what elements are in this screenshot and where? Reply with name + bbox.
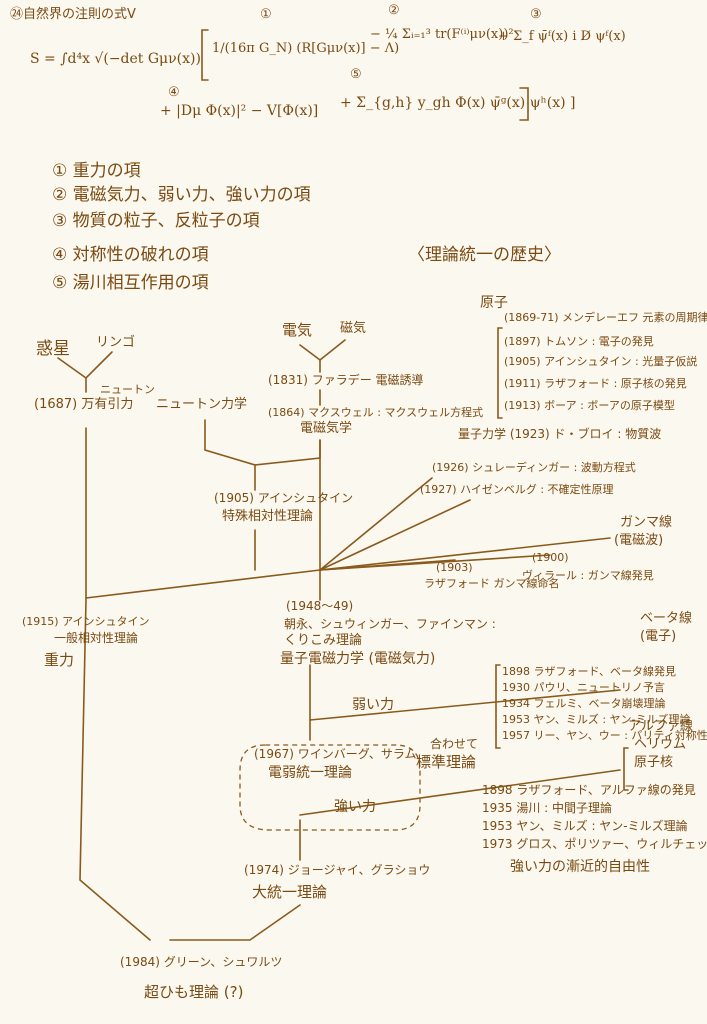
qed-names: 朝永、シュウィンガー、ファインマン : xyxy=(284,617,496,631)
strong-force-label: 強い力 xyxy=(334,799,376,815)
qed-renormalization: くりこみ理論 xyxy=(284,633,363,648)
page-title: ㉔自然界の注則の式V xyxy=(10,7,136,22)
legend-item-matter: ③ 物質の粒子、反粒子の項 xyxy=(52,211,260,231)
strong-event-3: 1953 ヤン、ミルズ : ヤン-ミルズ理論 xyxy=(482,819,688,833)
strong-event-4: 1973 グロス、ポリツァー、ウィルチェック xyxy=(482,837,707,851)
line-gut-string xyxy=(169,904,301,941)
beta-ray-sub: (電子) xyxy=(640,629,677,644)
gut-year: (1974) ジョージャイ、グラショウ xyxy=(244,863,431,877)
weak-event-5: 1957 リー、ヤン、ウー : パリティ対称性の破れ xyxy=(502,729,707,742)
line-strong-branch xyxy=(299,769,621,816)
weak-event-1: 1898 ラザフォード、ベータ線発見 xyxy=(502,665,677,678)
string-theory-label: 超ひも理論 (?) xyxy=(144,983,244,1001)
line-electric-magnetic xyxy=(299,339,346,362)
line-quantum-1 xyxy=(319,477,433,571)
beta-ray-label: ベータ線 xyxy=(640,611,693,626)
electric-label: 電気 xyxy=(282,321,313,339)
equation-term-5: + Σ_{g,h} y_gh Φ(x) ψ̄ᵍ(x) ψʰ(x) ] xyxy=(340,95,576,111)
atom-event-2: (1897) トムソン : 電子の発見 xyxy=(504,335,654,348)
special-relativity-year: (1905) アインシュタイン xyxy=(214,491,354,505)
equation-lhs: S = ∫d⁴x √(−det Gμν(x)) xyxy=(30,51,201,67)
electroweak-year: (1967) ワインバーグ、サラム xyxy=(254,747,417,761)
strong-event-1: 1898 ラザフォード、アルファ線の発見 xyxy=(482,783,696,797)
line-quantum-2 xyxy=(319,499,471,571)
strong-event-2: 1935 湯川 : 中間子理論 xyxy=(482,801,613,815)
equation-bracket-right xyxy=(519,87,529,121)
alpha-ray-sub-1: ヘリウム xyxy=(634,737,687,752)
maxwell-label: (1864) マクスウェル : マクスウェル方程式 xyxy=(268,406,484,419)
equation-bracket-left xyxy=(201,29,209,81)
electroweak-label: 電弱統一理論 xyxy=(268,765,352,781)
atom-event-5: (1913) ボーア : ボーアの原子模型 xyxy=(504,399,675,412)
faraday-label: (1831) ファラデー 電磁誘導 xyxy=(268,373,424,387)
planet-label: 惑星 xyxy=(36,339,70,359)
line-gamma-villard xyxy=(319,554,551,571)
electromagnetism-label: 電磁気学 xyxy=(300,421,353,436)
equation-term-3: + Σ_f ψ̄ᶠ(x) i D̸ ψᶠ(x) xyxy=(498,29,626,44)
qed-year: (1948〜49) xyxy=(286,599,354,613)
marker-1: ① xyxy=(260,7,272,22)
atom-event-4: (1911) ラザフォード : 原子核の発見 xyxy=(504,377,687,390)
line-em-special xyxy=(254,439,321,491)
line-newton-mech xyxy=(204,419,256,466)
gut-label: 大統一理論 xyxy=(252,883,328,901)
gravity-label: 重力 xyxy=(44,651,75,669)
gravitation-label: (1687) 万有引力 xyxy=(34,397,134,412)
quantum-mechanics-label: 量子力学 (1923) ド・ブロイ : 物質波 xyxy=(458,427,662,441)
magnetic-label: 磁気 xyxy=(340,321,367,336)
rutherford-gamma-year: (1903) xyxy=(436,561,473,574)
apple-label: リンゴ xyxy=(96,335,136,350)
equation-term-4: + |Dμ Φ(x)|² − V[Φ(x)] xyxy=(160,103,319,119)
marker-5: ⑤ xyxy=(350,67,362,82)
gamma-ray-sub: (電磁波) xyxy=(614,533,664,548)
atom-event-1: (1869-71) メンデレーエフ 元素の周期律表 xyxy=(504,311,707,324)
beta-bracket xyxy=(495,664,501,749)
newton-name: ニュートン xyxy=(100,383,155,396)
line-weak-branch xyxy=(309,689,621,721)
legend-item-gauge: ② 電磁気力、弱い力、強い力の項 xyxy=(52,185,311,205)
standard-model-outline xyxy=(239,744,421,831)
schrodinger-label: (1926) シュレーディンガー : 波動方程式 xyxy=(432,461,636,474)
newton-mechanics-label: ニュートン力学 xyxy=(156,397,248,412)
heisenberg-label: (1927) ハイゼンベルグ : 不確定性原理 xyxy=(420,483,614,496)
special-relativity-label: 特殊相対性理論 xyxy=(222,509,314,524)
legend-item-symmetry: ④ 対称性の破れの項 xyxy=(52,245,209,265)
equation-term-2: − ¼ Σᵢ₌₁³ tr(F⁽ⁱ⁾μν(x))² xyxy=(370,27,514,42)
general-relativity-label: 一般相対性理論 xyxy=(54,631,139,645)
alpha-ray-sub-2: 原子核 xyxy=(634,755,674,770)
standard-model-label: 標準理論 xyxy=(416,753,477,771)
weak-event-2: 1930 パウリ、ニュートリノ予言 xyxy=(502,681,665,694)
atom-event-3: (1905) アインシュタイン : 光量子仮説 xyxy=(504,355,698,368)
asymptotic-freedom-label: 強い力の漸近的自由性 xyxy=(510,859,650,875)
gamma-ray-label: ガンマ線 xyxy=(620,515,673,530)
marker-4: ④ xyxy=(168,85,180,100)
legend-item-gravity: ① 重力の項 xyxy=(52,161,141,181)
villard-label: ヴィラール : ガンマ線発見 xyxy=(522,569,654,582)
marker-2: ② xyxy=(388,3,400,18)
marker-3: ③ xyxy=(530,7,542,22)
villard-year: (1900) xyxy=(532,551,569,564)
equation-term-1: 1/(16π G_N) (R[Gμν(x)] − Λ) xyxy=(212,41,400,56)
alpha-ray-label: アルファ線 xyxy=(628,719,693,734)
general-relativity-year: (1915) アインシュタイン xyxy=(22,615,150,628)
standard-model-note: 合わせて xyxy=(430,737,479,751)
atom-bracket xyxy=(497,327,503,419)
legend-item-yukawa: ⑤ 湯川相互作用の項 xyxy=(52,273,209,293)
line-gravity-trunk xyxy=(79,427,151,941)
rutherford-gamma-label: ラザフォード ガンマ線命名 xyxy=(424,577,560,590)
alpha-bracket xyxy=(623,747,629,791)
string-year: (1984) グリーン、シュワルツ xyxy=(120,955,283,969)
diagram-title: 〈理論統一の歴史〉 xyxy=(408,245,561,265)
qed-label: 量子電磁力学 (電磁気力) xyxy=(280,651,436,667)
weak-force-label: 弱い力 xyxy=(352,697,394,713)
atom-label: 原子 xyxy=(480,295,508,311)
weak-event-3: 1934 フェルミ、ベータ崩壊理論 xyxy=(502,697,666,710)
weak-event-4: 1953 ヤン、ミルズ : ヤン-ミルズ理論 xyxy=(502,713,691,726)
